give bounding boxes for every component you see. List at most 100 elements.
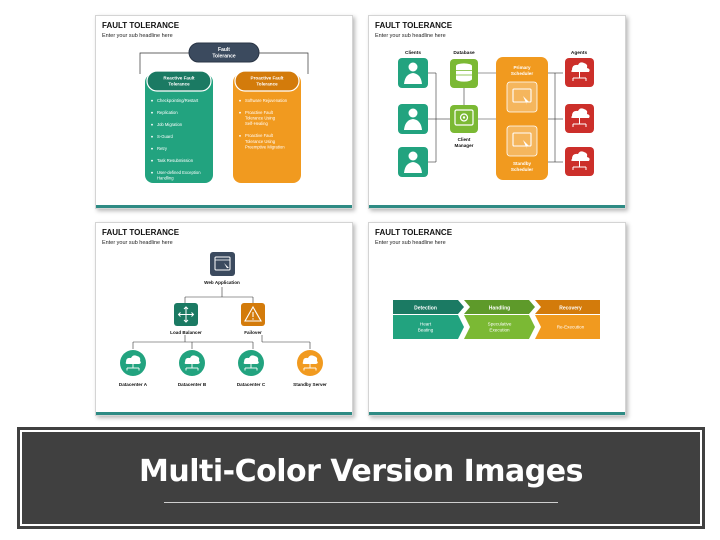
bullet-item: Preemptive Migration — [245, 144, 285, 149]
bullet-item: User-defined Exception — [157, 170, 201, 175]
load-balancer-icon — [174, 303, 198, 326]
stage-head-label: Recovery — [559, 305, 582, 311]
slide-title: FAULT TOLERANCE — [375, 21, 453, 30]
datacenter-cloud-icon — [297, 350, 323, 376]
slide-title: FAULT TOLERANCE — [375, 228, 453, 237]
bullet-item: Software Rejuvenation — [245, 98, 288, 103]
connectors — [428, 72, 563, 163]
slide-subtitle: Enter your sub headline here — [102, 240, 173, 246]
bullet-item: Job Migration — [157, 122, 183, 127]
slide-process-stages[interactable]: FAULT TOLERANCE Enter your sub headline … — [368, 222, 626, 416]
slide-fault-tolerance-types[interactable]: FAULT TOLERANCE Enter your sub headline … — [95, 15, 353, 209]
stage-body — [535, 315, 600, 339]
agents-label: Agents — [571, 50, 588, 56]
root-label-line1: Fault — [218, 47, 230, 53]
stage-body-label: Execution — [489, 328, 510, 333]
stage-body-label: Speculative — [488, 322, 512, 327]
bullet-item: Proactive Fault — [245, 110, 274, 115]
banner-title: Multi-Color Version Images — [139, 454, 583, 489]
stage-head — [393, 300, 464, 314]
stage-body — [393, 315, 464, 339]
datacenter-label: Datacenter A — [119, 382, 148, 387]
datacenter-label: Datacenter C — [237, 382, 266, 387]
types-diagram: Fault Tolerance Reactive Fault Tolerance… — [139, 42, 309, 183]
stage-body — [464, 315, 535, 339]
standby-scheduler-line1: Standby — [513, 161, 532, 166]
banner-underline — [164, 502, 558, 503]
client-user-icon — [398, 104, 428, 134]
agent-cloud-icon — [565, 104, 594, 133]
stage-head-label: Detection — [414, 305, 437, 311]
standby-scheduler-line2: Scheduler — [511, 167, 533, 172]
bullet-dot — [151, 159, 153, 162]
database-label: Database — [453, 50, 475, 56]
bullet-dot — [151, 147, 153, 150]
failover-label: Failover — [244, 330, 262, 335]
bullet-item: Tolerance Using — [245, 139, 276, 144]
slide-title: FAULT TOLERANCE — [102, 21, 180, 30]
stage-body-label: Beating — [418, 328, 434, 333]
primary-scheduler-line1: Primary — [513, 65, 531, 70]
slide-datacenter-topology[interactable]: FAULT TOLERANCE Enter your sub headline … — [95, 222, 353, 416]
connector-left — [139, 52, 189, 74]
reactive-header — [146, 70, 212, 92]
reactive-title-line1: Reactive Fault — [163, 76, 195, 81]
primary-scheduler-line2: Scheduler — [511, 71, 533, 76]
client-manager-label-line2: Manager — [455, 143, 474, 148]
scheduler-panel — [496, 57, 548, 180]
reactive-card — [145, 74, 213, 183]
agent-cloud-icon — [565, 58, 594, 87]
stage-head — [464, 300, 535, 314]
bullet-dot — [239, 135, 241, 137]
slide-subtitle: Enter your sub headline here — [375, 33, 446, 39]
connectors — [132, 287, 311, 349]
client-manager-label-line1: Client — [458, 137, 471, 142]
bullet-item: Retry — [157, 146, 168, 151]
proactive-title-line1: Proactive Fault — [251, 76, 284, 81]
client-manager-icon — [450, 105, 478, 133]
primary-scheduler-icon — [506, 81, 538, 113]
topology-diagram: Web Application Load Balancer — [119, 252, 327, 387]
root-pill — [188, 42, 260, 63]
bullet-item: Replication — [157, 110, 178, 115]
proactive-header — [234, 70, 300, 92]
web-application-label: Web Application — [204, 280, 240, 285]
database-icon — [450, 59, 478, 88]
datacenter-label: Datacenter B — [178, 382, 207, 387]
proactive-title-line2: Tolerance — [256, 82, 278, 87]
slide-system-architecture[interactable]: FAULT TOLERANCE Enter your sub headline … — [368, 15, 626, 209]
clients-label: Clients — [405, 50, 421, 56]
bullet-item: S-Guard — [157, 134, 173, 139]
bullet-dot — [239, 111, 241, 114]
datacenter-cloud-icon — [238, 350, 264, 376]
architecture-diagram: Clients Database Agents — [398, 50, 594, 180]
connector-right — [257, 52, 309, 74]
bullet-item: Checkpointing/Restart — [157, 98, 199, 103]
bullet-dot — [151, 123, 153, 126]
stage-body-label: Heart — [420, 322, 432, 327]
datacenter-row: Datacenter A Datacenter B Datacenter C Stan… — [119, 350, 327, 387]
bullet-dot — [151, 111, 153, 114]
standby-scheduler-icon — [506, 125, 538, 157]
proactive-card — [233, 74, 301, 183]
bullet-item: Proactive Fault — [245, 133, 274, 138]
stage-head-label: Handling — [489, 305, 510, 311]
datacenter-label: Standby Server — [293, 382, 327, 387]
stage-body-label: Re-Execution — [557, 325, 585, 330]
client-user-icon — [398, 58, 428, 88]
slide-subtitle: Enter your sub headline here — [375, 240, 446, 246]
bullet-item: Handling — [157, 176, 174, 181]
client-user-icon — [398, 147, 428, 177]
slide-subtitle: Enter your sub headline here — [102, 33, 173, 39]
bullet-item: Task Resubmission — [157, 158, 194, 163]
failover-icon — [241, 303, 265, 326]
bullet-item: Tolerance Using — [245, 116, 276, 121]
bullet-dot — [151, 99, 153, 102]
bullet-dot — [151, 171, 153, 174]
reactive-title-line2: Tolerance — [168, 82, 190, 87]
bullet-dot — [239, 99, 241, 102]
